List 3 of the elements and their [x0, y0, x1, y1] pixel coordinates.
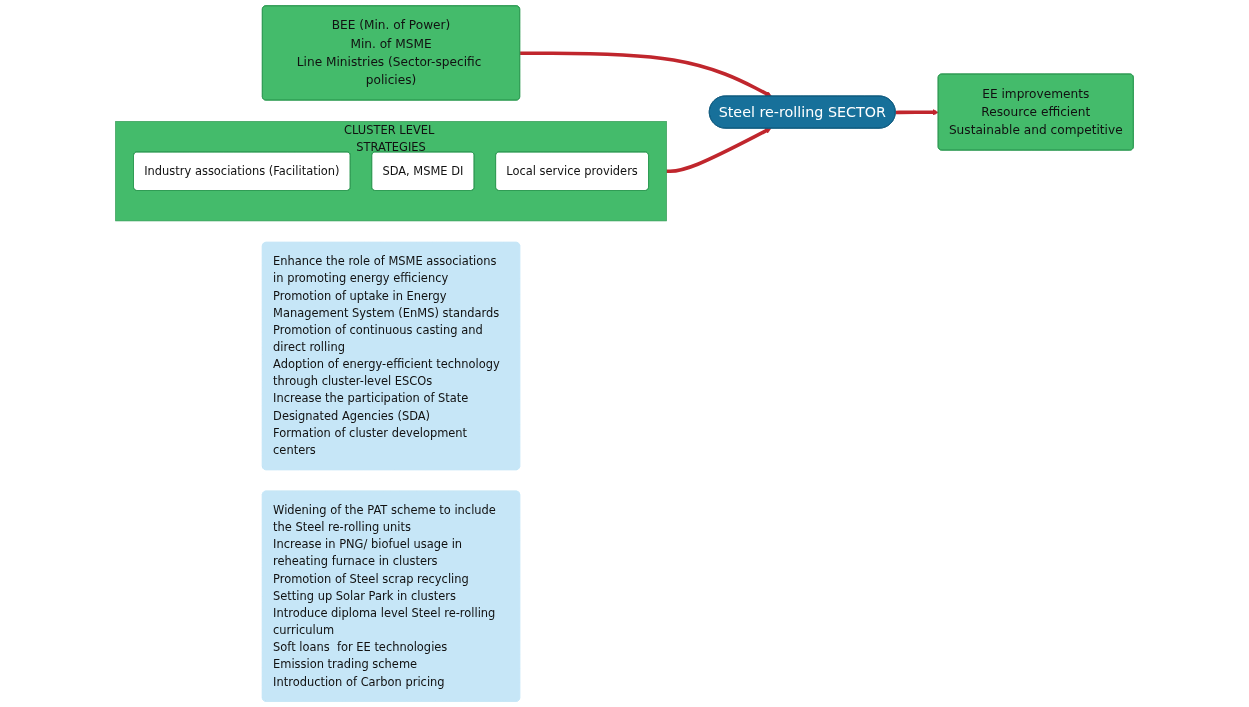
arrow — [895, 109, 939, 116]
arrow — [666, 127, 772, 173]
arrow — [520, 51, 772, 97]
